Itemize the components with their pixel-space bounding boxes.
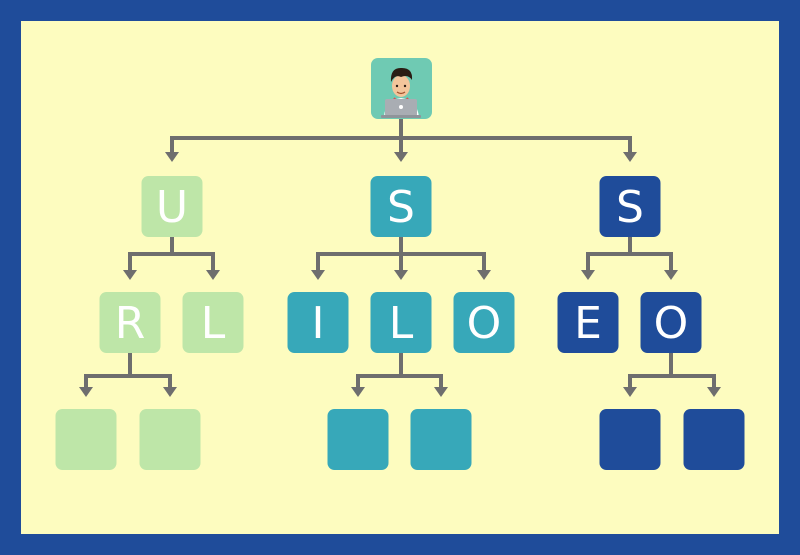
node-box: [640, 292, 702, 353]
node-l1-2: S: [370, 176, 432, 237]
node-box: [287, 292, 349, 353]
node-box: [683, 409, 745, 470]
node-letter: O: [654, 298, 689, 349]
arrowhead: [707, 387, 721, 397]
node-l1-3: S: [599, 176, 661, 237]
connector-u: [123, 237, 220, 280]
node-box: [557, 292, 619, 353]
arrowhead: [477, 270, 491, 280]
node-l3-5: [599, 409, 661, 470]
node-l2-4: L: [370, 292, 432, 353]
connector-root: [165, 119, 637, 162]
node-box: [599, 176, 661, 237]
connector-l-teal: [351, 353, 448, 397]
node-box: [370, 292, 432, 353]
node-letter: U: [156, 182, 188, 233]
node-box: [55, 409, 117, 470]
arrowhead: [351, 387, 365, 397]
arrowhead: [123, 270, 137, 280]
arrowhead: [163, 387, 177, 397]
arrowhead: [79, 387, 93, 397]
node-box: [141, 176, 203, 237]
node-box: [370, 176, 432, 237]
node-box: [182, 292, 244, 353]
node-letter: R: [115, 298, 146, 349]
node-box: [139, 409, 201, 470]
node-l3-6: [683, 409, 745, 470]
arrowhead: [394, 152, 408, 162]
connector-s-teal: [311, 237, 491, 280]
connectors: [79, 119, 721, 397]
arrowhead: [623, 387, 637, 397]
node-l3-4: [410, 409, 472, 470]
level-3-nodes: [55, 409, 745, 470]
arrowhead: [394, 270, 408, 280]
node-l3-3: [327, 409, 389, 470]
node-letter: E: [574, 298, 602, 349]
node-letter: L: [201, 298, 226, 349]
node-l2-7: O: [640, 292, 702, 353]
connector-s-navy: [581, 237, 678, 280]
node-l2-5: O: [453, 292, 515, 353]
node-l1-1: U: [141, 176, 203, 237]
node-l2-1: R: [99, 292, 161, 353]
node-letter: L: [389, 298, 414, 349]
node-l3-1: [55, 409, 117, 470]
arrowhead: [311, 270, 325, 280]
arrowhead: [165, 152, 179, 162]
node-box: [410, 409, 472, 470]
node-letter: O: [467, 298, 502, 349]
arrowhead: [434, 387, 448, 397]
arrowhead: [206, 270, 220, 280]
node-box: [327, 409, 389, 470]
arrowhead: [581, 270, 595, 280]
person-with-laptop-icon: [381, 67, 421, 118]
arrowhead: [623, 152, 637, 162]
node-l2-2: L: [182, 292, 244, 353]
root-node: [371, 58, 432, 119]
node-box: [453, 292, 515, 353]
node-box: [99, 292, 161, 353]
connector-o-navy: [623, 353, 721, 397]
node-letter: S: [387, 182, 415, 233]
connector-r: [79, 353, 177, 397]
node-l2-3: I: [287, 292, 349, 353]
node-letter: S: [616, 182, 644, 233]
node-l3-2: [139, 409, 201, 470]
arrowhead: [664, 270, 678, 280]
node-letter: I: [312, 298, 325, 349]
node-l2-6: E: [557, 292, 619, 353]
node-box: [599, 409, 661, 470]
